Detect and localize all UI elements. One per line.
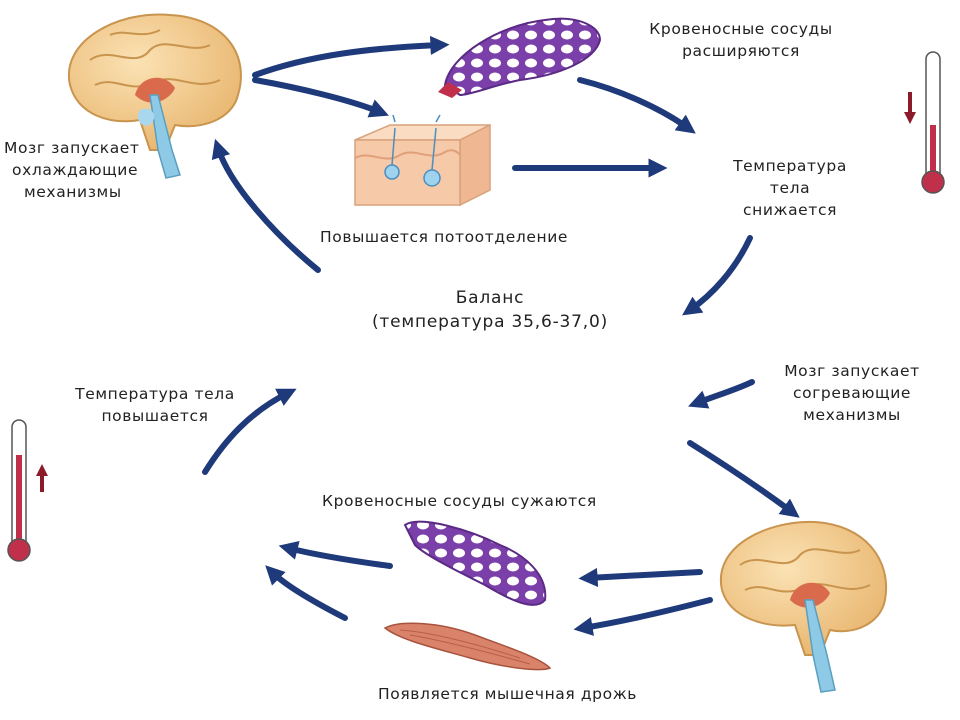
arrow-vessels-to-temp <box>577 77 696 134</box>
arrow-temp-increase-to-balance <box>202 388 297 475</box>
arrow-brain-to-vessels-bottom <box>578 567 703 588</box>
arrow-brain-to-skin <box>252 77 389 118</box>
thermometer-icon-rising <box>7 419 48 562</box>
blood-vessel-network-dilated <box>438 17 602 98</box>
arrow-temp-to-balance <box>682 235 753 316</box>
thermometer-icon-falling <box>904 51 945 194</box>
arrow-vessels-to-temp-increase <box>278 541 393 569</box>
arrow-brain-to-vessels <box>252 35 450 78</box>
arrow-balance-to-brain <box>211 138 321 273</box>
label-vessels-constrict: Кровеносные сосуды сужаются <box>322 492 597 510</box>
label-brain-cooling: Мозг запускает охлаждающие механизмы <box>4 139 140 201</box>
brain-illustration-bottom <box>719 520 888 693</box>
label-temp-increases: Температура тела повышается <box>75 385 235 425</box>
brain-illustration-top <box>67 13 242 179</box>
arrow-brain-to-muscle <box>573 597 713 636</box>
label-balance: Баланс (температура 35,6-37,0) <box>371 288 609 332</box>
label-vessels-dilate: Кровеносные сосуды расширяются <box>649 20 833 60</box>
muscle-illustration <box>383 622 552 671</box>
label-temp-decreases: Температура тела снижается <box>733 157 847 219</box>
skin-sweat-glands <box>354 114 491 207</box>
cycle-arrows <box>202 35 800 636</box>
label-sweating: Повышается потоотделение <box>320 228 569 246</box>
label-brain-warming: Мозг запускает согревающие механизмы <box>784 362 920 424</box>
arrow-muscle-to-temp-increase <box>265 565 348 621</box>
blood-vessel-network-constricted <box>403 520 547 606</box>
label-shivering: Появляется мышечная дрожь <box>378 685 637 703</box>
arrow-balance-to-brain-bottom <box>687 440 800 518</box>
arrow-warming-to-balance <box>688 379 755 409</box>
